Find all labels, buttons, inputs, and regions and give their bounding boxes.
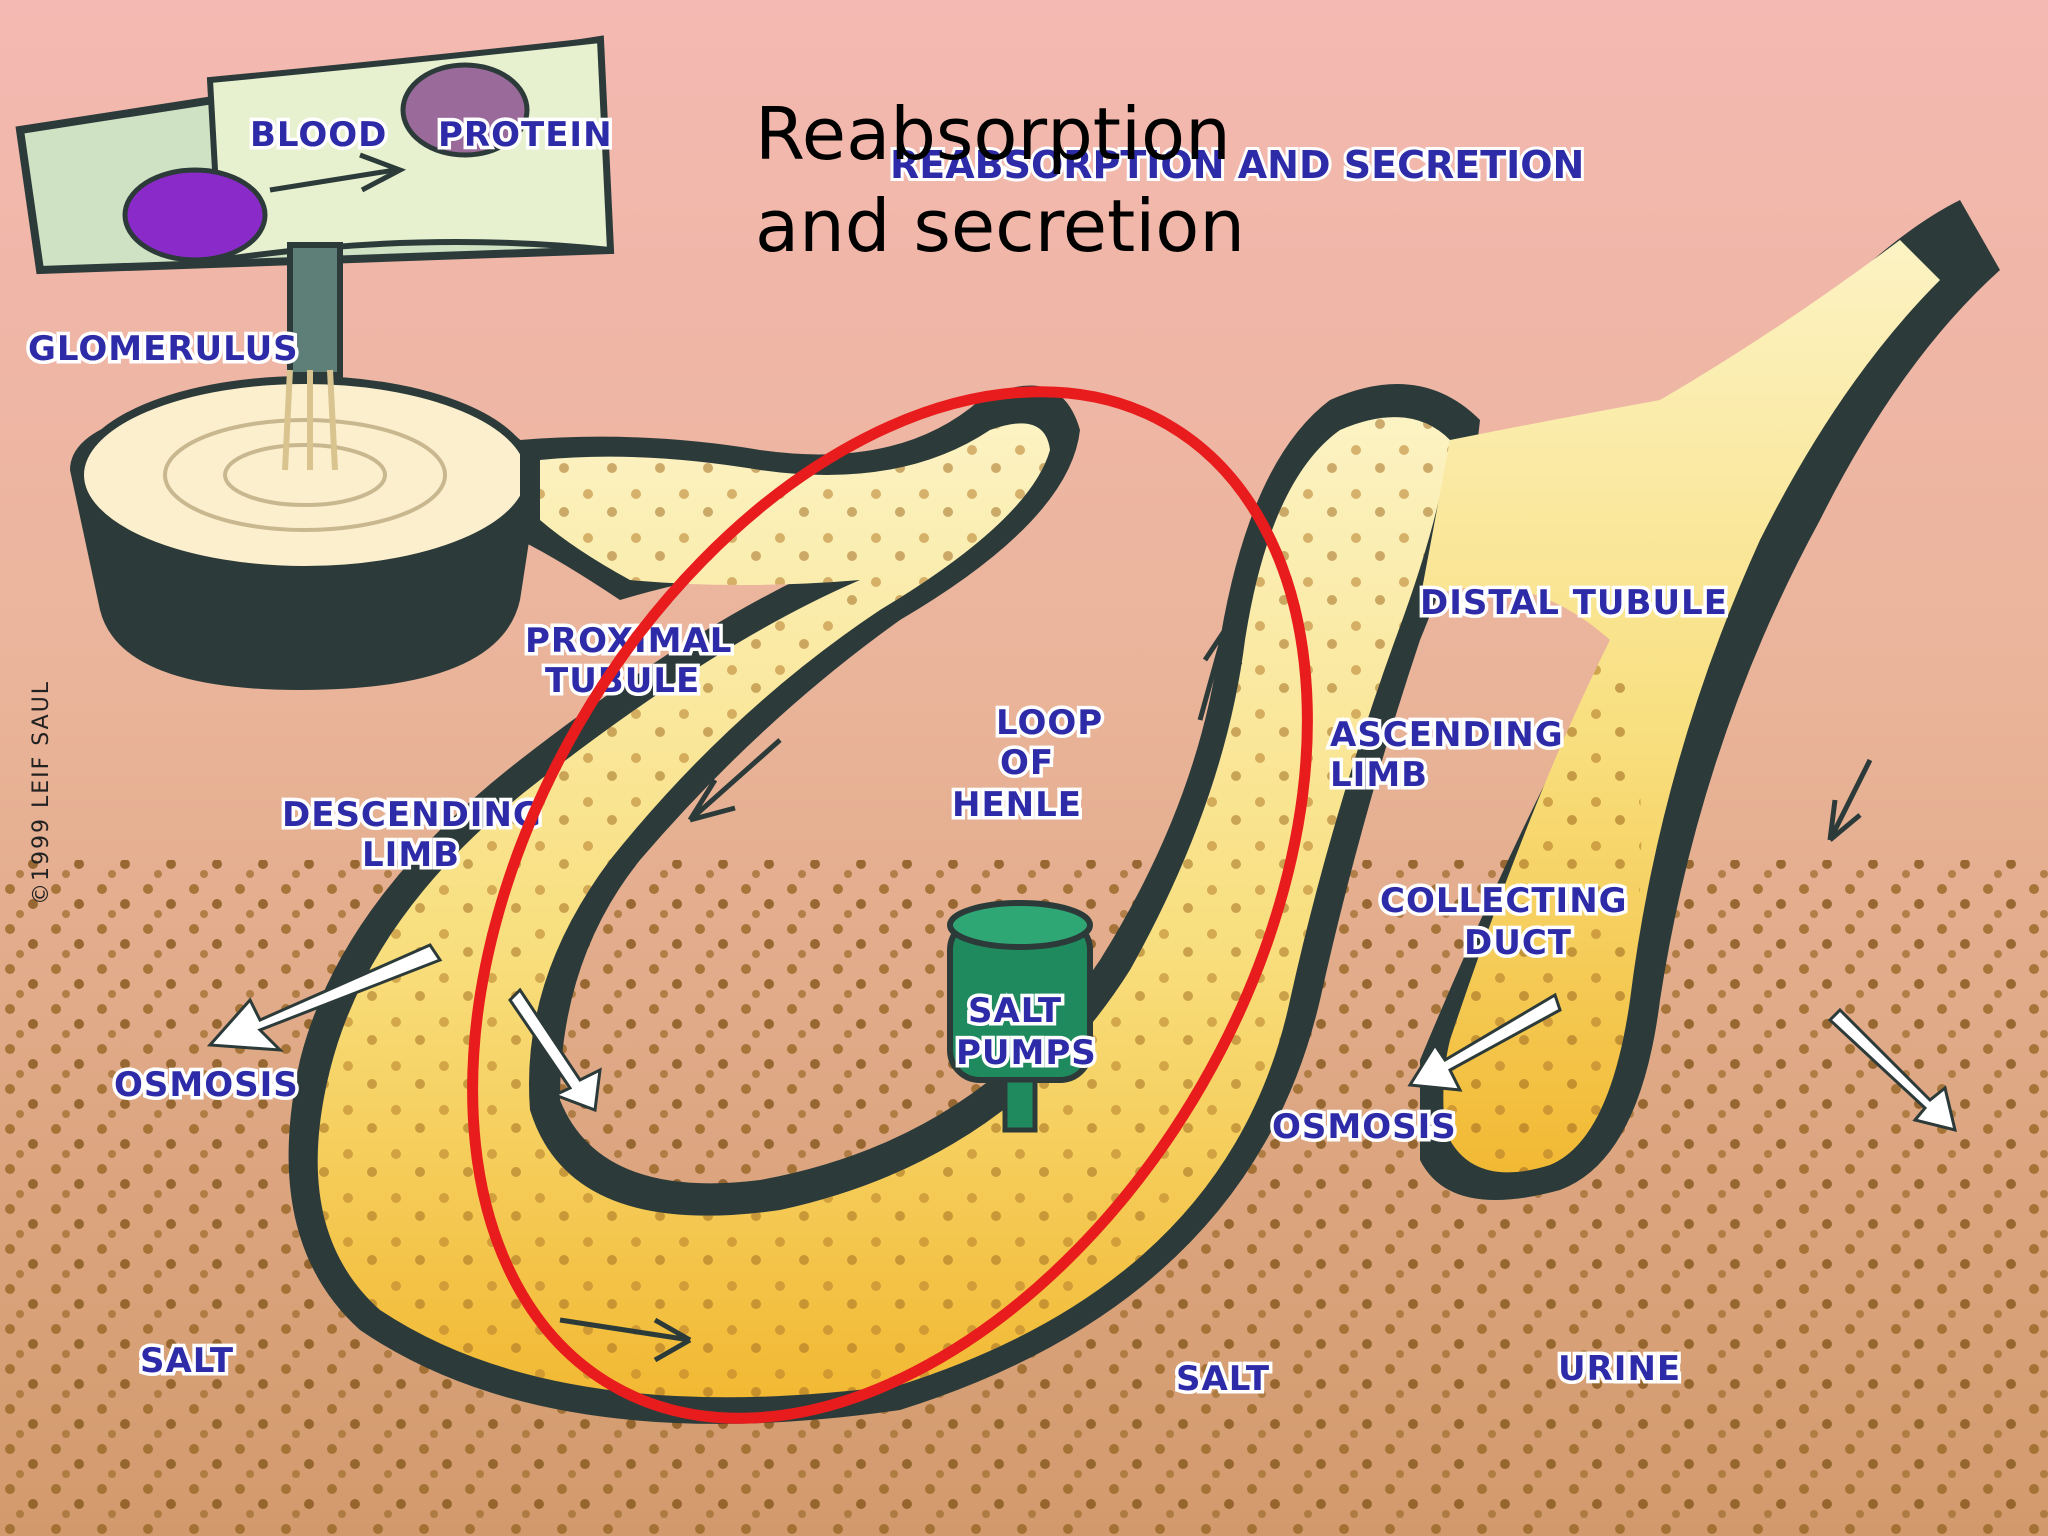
label-loop-line3: HENLE bbox=[952, 785, 1082, 825]
label-osmosis-left: OSMOSIS bbox=[114, 1065, 299, 1105]
flow-arrow-up bbox=[1197, 628, 1243, 721]
filter-spout bbox=[287, 242, 343, 378]
blood-pipe bbox=[15, 35, 615, 378]
label-protein: PROTEIN bbox=[438, 115, 613, 155]
label-glomerulus: GLOMERULUS bbox=[28, 329, 299, 369]
nephron-tube bbox=[288, 200, 2000, 1424]
flow-arrow-loop-bottom bbox=[559, 1317, 692, 1363]
label-proximal-line2: TUBULE bbox=[545, 661, 700, 701]
label-urine: URINE bbox=[1558, 1349, 1681, 1389]
flow-arrow-collecting bbox=[1827, 758, 1873, 842]
osmosis-arrow-right bbox=[1827, 1007, 1958, 1133]
label-osmosis-right: OSMOSIS bbox=[1272, 1107, 1457, 1147]
label-loop-line1: LOOP bbox=[996, 703, 1103, 743]
label-salt-left: SALT bbox=[140, 1341, 234, 1381]
osmosis-arrow-down bbox=[508, 987, 602, 1113]
label-salt-middle: SALT bbox=[1176, 1359, 1270, 1399]
label-collecting-line2: DUCT bbox=[1464, 923, 1572, 963]
label-loop-line2: OF bbox=[1000, 743, 1054, 783]
osmosis-arrow-left bbox=[206, 943, 443, 1052]
blood-cell-blob bbox=[122, 167, 268, 263]
slide-title: Reabsorption and secretion bbox=[755, 88, 1375, 272]
glomerulus-bowl bbox=[70, 369, 540, 690]
salt-pump-canister bbox=[947, 900, 1093, 1133]
label-blood: BLOOD bbox=[250, 115, 387, 155]
label-salt-pumps-line2: PUMPS bbox=[956, 1033, 1097, 1073]
cartoon-title: REABSORPTION AND SECRETION bbox=[890, 143, 1584, 187]
flow-arrows bbox=[559, 628, 1873, 1363]
label-salt-pumps-line1: SALT bbox=[968, 991, 1062, 1031]
label-descending-line2: LIMB bbox=[362, 835, 460, 875]
artist-credit: ©1999 LEIF SAUL bbox=[29, 680, 54, 905]
protein-blob bbox=[400, 62, 530, 158]
osmosis-arrows bbox=[206, 943, 1958, 1133]
highlight-ring bbox=[467, 386, 1313, 1424]
flow-arrow-down bbox=[687, 738, 782, 823]
label-distal-tubule: DISTAL TUBULE bbox=[1420, 583, 1728, 623]
label-ascending-line1: ASCENDING bbox=[1330, 715, 1564, 755]
osmosis-arrow-right-left bbox=[1407, 992, 1562, 1092]
label-collecting-line1: COLLECTING bbox=[1380, 881, 1628, 921]
label-descending-line1: DESCENDING bbox=[282, 795, 542, 835]
slide-title-line2: and secretion bbox=[755, 184, 1245, 268]
slide-title-line1: Reabsorption bbox=[755, 92, 1231, 176]
label-ascending-line2: LIMB bbox=[1330, 755, 1428, 795]
